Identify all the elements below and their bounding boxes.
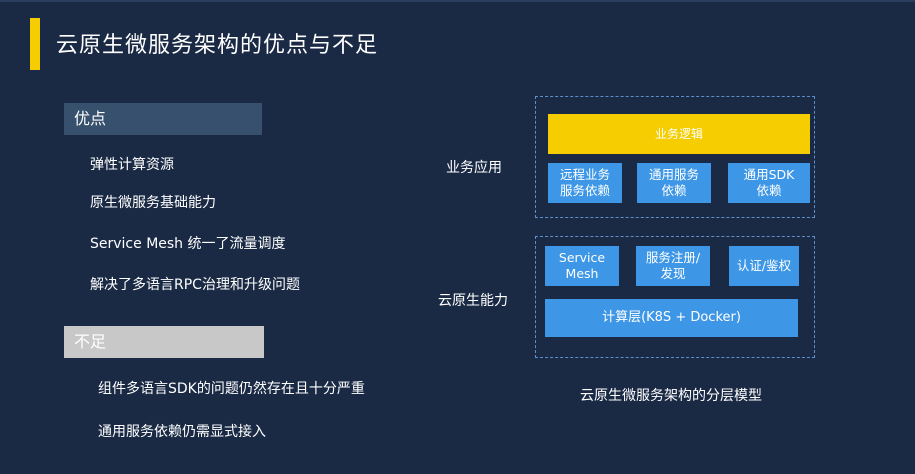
block-line: Mesh [565,266,599,281]
block-line: 认证/鉴权 [736,258,792,273]
service-discovery-block: 服务注册/发现 [636,246,710,286]
remote-service-dependency-block: 远程业务服务依赖 [548,163,622,203]
block-line: 依赖 [661,183,687,198]
advantage-item: Service Mesh 统一了流量调度 [90,236,286,252]
native-layer-box [535,236,815,358]
block-line: 远程业务 [559,167,610,182]
advantage-item: 弹性计算资源 [90,157,174,173]
auth-block: 认证/鉴权 [729,246,799,286]
business-layer-box [535,96,815,218]
block-line: 服务注册/ [645,250,701,265]
disadvantage-item: 组件多语言SDK的问题仍然存在且十分严重 [98,381,365,397]
advantages-header: 优点 [64,103,262,135]
block-line: 服务依赖 [559,183,610,198]
disadvantage-item: 通用服务依赖仍需显式接入 [98,424,266,440]
advantage-item: 解决了多语言RPC治理和升级问题 [90,277,300,293]
block-line: 发现 [660,266,686,281]
native-layer-label: 云原生能力 [438,293,508,309]
business-layer-label: 业务应用 [446,160,502,176]
advantage-item: 原生微服务基础能力 [90,195,216,211]
block-line: 通用SDK [743,167,795,182]
compute-layer-block: 计算层(K8S + Docker) [545,299,798,337]
business-logic-block: 业务逻辑 [548,114,810,154]
block-line: 通用服务 [648,167,699,182]
block-line: 依赖 [756,183,782,198]
diagram-caption: 云原生微服务架构的分层模型 [580,388,762,404]
common-service-dependency-block: 通用服务依赖 [637,163,711,203]
block-line: Service [558,250,606,265]
page-title: 云原生微服务架构的优点与不足 [56,33,379,58]
title-accent-bar [30,18,40,70]
disadvantages-header: 不足 [64,326,264,358]
top-divider [0,0,915,2]
